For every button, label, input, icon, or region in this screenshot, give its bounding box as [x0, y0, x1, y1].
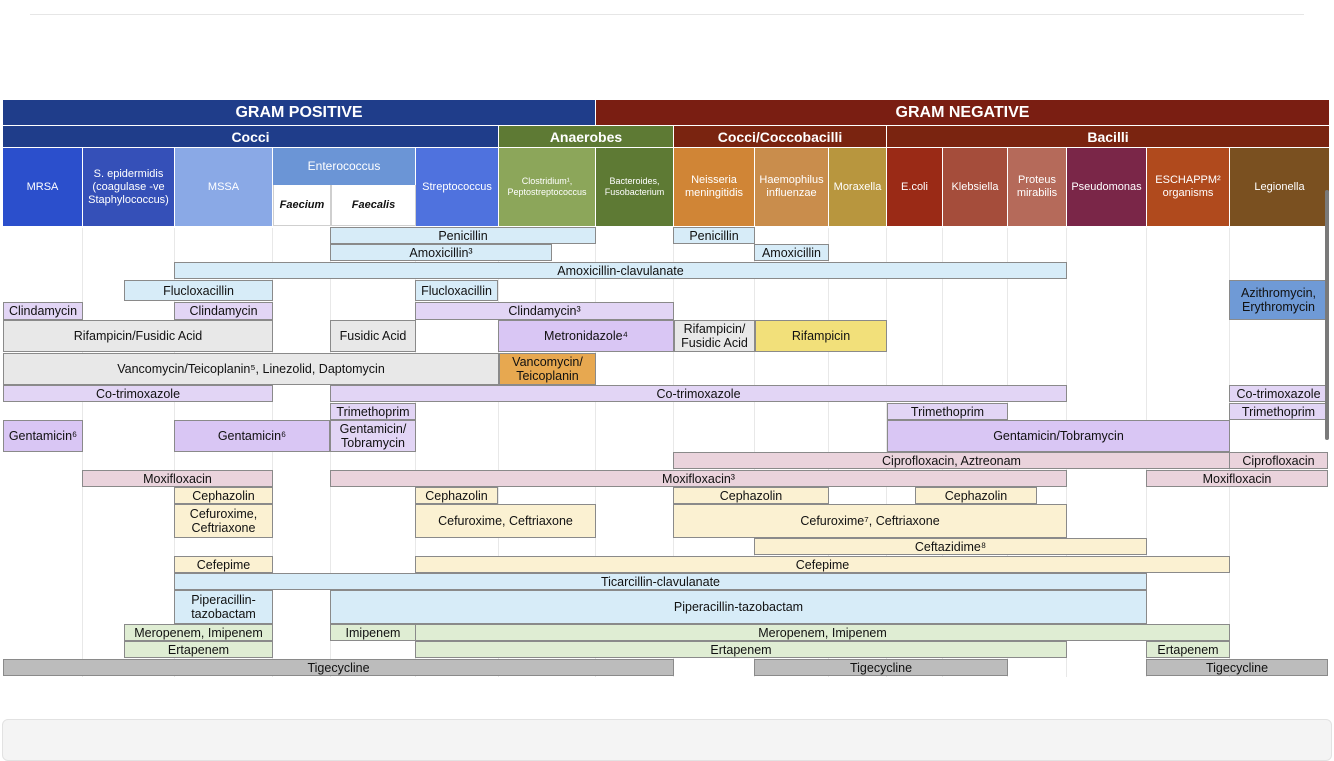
- antibiotic-spectrum-table: GRAM POSITIVE GRAM NEGATIVE Cocci Anaero…: [3, 100, 1329, 677]
- bar-rif-fusidic-neg: Rifampicin/ Fusidic Acid: [674, 320, 755, 352]
- organism-faecalis: Faecalis: [331, 185, 416, 226]
- bar-penicillin-pos: Penicillin: [330, 227, 596, 244]
- organism-neisseria: Neisseria meningitidis: [674, 147, 755, 226]
- bar-fusidic-acid: Fusidic Acid: [330, 320, 416, 352]
- bar-amoxicillin-pos: Amoxicillin³: [330, 244, 552, 261]
- bar-gent-tobra-pos: Gentamicin/ Tobramycin: [330, 420, 416, 452]
- bar-clindamycin-mssa: Clindamycin: [174, 302, 273, 320]
- organism-moraxella: Moraxella: [829, 147, 887, 226]
- bar-flucloxacillin-1: Flucloxacillin: [124, 280, 273, 301]
- bar-cephazolin-strep: Cephazolin: [415, 487, 498, 504]
- bar-penicillin-neg: Penicillin: [673, 227, 755, 244]
- bar-cefepime-wide: Cefepime: [415, 556, 1230, 573]
- scrollbar-thumb[interactable]: [1325, 190, 1329, 440]
- bar-cefuroxime-mssa: Cefuroxime, Ceftriaxone: [174, 504, 273, 538]
- bar-metronidazole: Metronidazole⁴: [498, 320, 674, 352]
- bar-amoxicillin-neg: Amoxicillin: [754, 244, 829, 261]
- bar-gent-tobra-neg: Gentamicin/Tobramycin: [887, 420, 1230, 452]
- footer-panel: [2, 719, 1332, 761]
- organism-haemophilus: Haemophilus influenzae: [755, 147, 829, 226]
- organism-legionella: Legionella: [1230, 147, 1329, 226]
- gram-negative-header: GRAM NEGATIVE: [596, 100, 1329, 125]
- bar-meropenem-2: Meropenem, Imipenem: [415, 624, 1230, 641]
- bar-gentamicin-mrsa: Gentamicin⁶: [3, 420, 83, 452]
- bar-cotrimoxazole-pos: Co-trimoxazole: [3, 385, 273, 402]
- bar-cefepime-mssa: Cefepime: [174, 556, 273, 573]
- bar-cotrimoxazole-leg: Co-trimoxazole: [1229, 385, 1328, 402]
- bar-azithromycin: Azithromycin, Erythromycin: [1229, 280, 1328, 320]
- bar-rifampicin: Rifampicin: [755, 320, 887, 352]
- organism-mrsa: MRSA: [3, 147, 83, 226]
- organism-clostridium: Clostridium¹, Peptostreptococcus: [499, 147, 596, 226]
- bar-vancomycin-linezolid: Vancomycin/Teicoplanin⁵, Linezolid, Dapt…: [3, 353, 499, 385]
- bar-flucloxacillin-2: Flucloxacillin: [415, 280, 498, 301]
- group-bacilli: Bacilli: [887, 125, 1329, 147]
- bar-rif-fusidic: Rifampicin/Fusidic Acid: [3, 320, 273, 352]
- bar-ciprofloxacin-leg: Ciprofloxacin: [1229, 452, 1328, 469]
- gram-positive-header: GRAM POSITIVE: [3, 100, 596, 125]
- group-cocci: Cocci: [3, 125, 499, 147]
- organism-mssa: MSSA: [175, 147, 273, 226]
- organism-streptococcus: Streptococcus: [416, 147, 499, 226]
- bar-cipro-aztreonam: Ciprofloxacin, Aztreonam: [673, 452, 1230, 469]
- group-anaerobes: Anaerobes: [499, 125, 674, 147]
- bar-ticarcillin: Ticarcillin-clavulanate: [174, 573, 1147, 590]
- organism-proteus: Proteus mirabilis: [1008, 147, 1067, 226]
- bar-trimethoprim-neg: Trimethoprim: [887, 403, 1008, 420]
- bar-amox-clav: Amoxicillin-clavulanate: [174, 262, 1067, 279]
- bar-tigecycline-1: Tigecycline: [3, 659, 674, 676]
- bar-cephazolin-mssa: Cephazolin: [174, 487, 273, 504]
- organism-enterococcus: Enterococcus: [273, 147, 416, 185]
- organism-klebsiella: Klebsiella: [943, 147, 1008, 226]
- organism-pseudomonas: Pseudomonas: [1067, 147, 1147, 226]
- bar-cephazolin-ecoli: Cephazolin: [915, 487, 1037, 504]
- bar-tigecycline-3: Tigecycline: [1146, 659, 1328, 676]
- bar-cefuroxime-neg: Cefuroxime⁷, Ceftriaxone: [673, 504, 1067, 538]
- bar-clindamycin-3: Clindamycin³: [415, 302, 674, 320]
- bar-ertapenem-3: Ertapenem: [1146, 641, 1230, 658]
- bar-pip-tazo-wide: Piperacillin-tazobactam: [330, 590, 1147, 624]
- organism-bacteroides: Bacteroides, Fusobacterium: [596, 147, 674, 226]
- bar-cefuroxime-strep: Cefuroxime, Ceftriaxone: [415, 504, 596, 538]
- bar-ceftazidime: Ceftazidime⁸: [754, 538, 1147, 555]
- bar-moxifloxacin-2: Moxifloxacin: [1146, 470, 1328, 487]
- group-cocci-coccobacilli: Cocci/Coccobacilli: [674, 125, 887, 147]
- bar-gentamicin-mssa: Gentamicin⁶: [174, 420, 330, 452]
- bar-pip-tazo-mssa: Piperacillin-tazobactam: [174, 590, 273, 624]
- bar-moxifloxacin-3: Moxifloxacin³: [330, 470, 1067, 487]
- organism-ecoli: E.coli: [887, 147, 943, 226]
- organism-eschappm: ESCHAPPM² organisms: [1147, 147, 1230, 226]
- bar-clindamycin-mrsa: Clindamycin: [3, 302, 83, 320]
- bar-trimethoprim-pos: Trimethoprim: [330, 403, 416, 420]
- bar-moxifloxacin-1: Moxifloxacin: [82, 470, 273, 487]
- bar-ertapenem-1: Ertapenem: [124, 641, 273, 658]
- organism-faecium: Faecium: [273, 185, 331, 226]
- bar-ertapenem-2: Ertapenem: [415, 641, 1067, 658]
- bar-cotrimoxazole-mid: Co-trimoxazole: [330, 385, 1067, 402]
- bar-trimethoprim-leg: Trimethoprim: [1229, 403, 1328, 420]
- bar-cephazolin-neisseria: Cephazolin: [673, 487, 829, 504]
- bar-meropenem-1: Meropenem, Imipenem: [124, 624, 273, 641]
- top-divider: [30, 14, 1304, 15]
- organism-s-epidermidis: S. epidermidis (coagulase -ve Staphyloco…: [83, 147, 175, 226]
- bar-imipenem: Imipenem: [330, 624, 416, 641]
- bar-tigecycline-2: Tigecycline: [754, 659, 1008, 676]
- bar-vanco-teico: Vancomycin/ Teicoplanin: [499, 353, 596, 385]
